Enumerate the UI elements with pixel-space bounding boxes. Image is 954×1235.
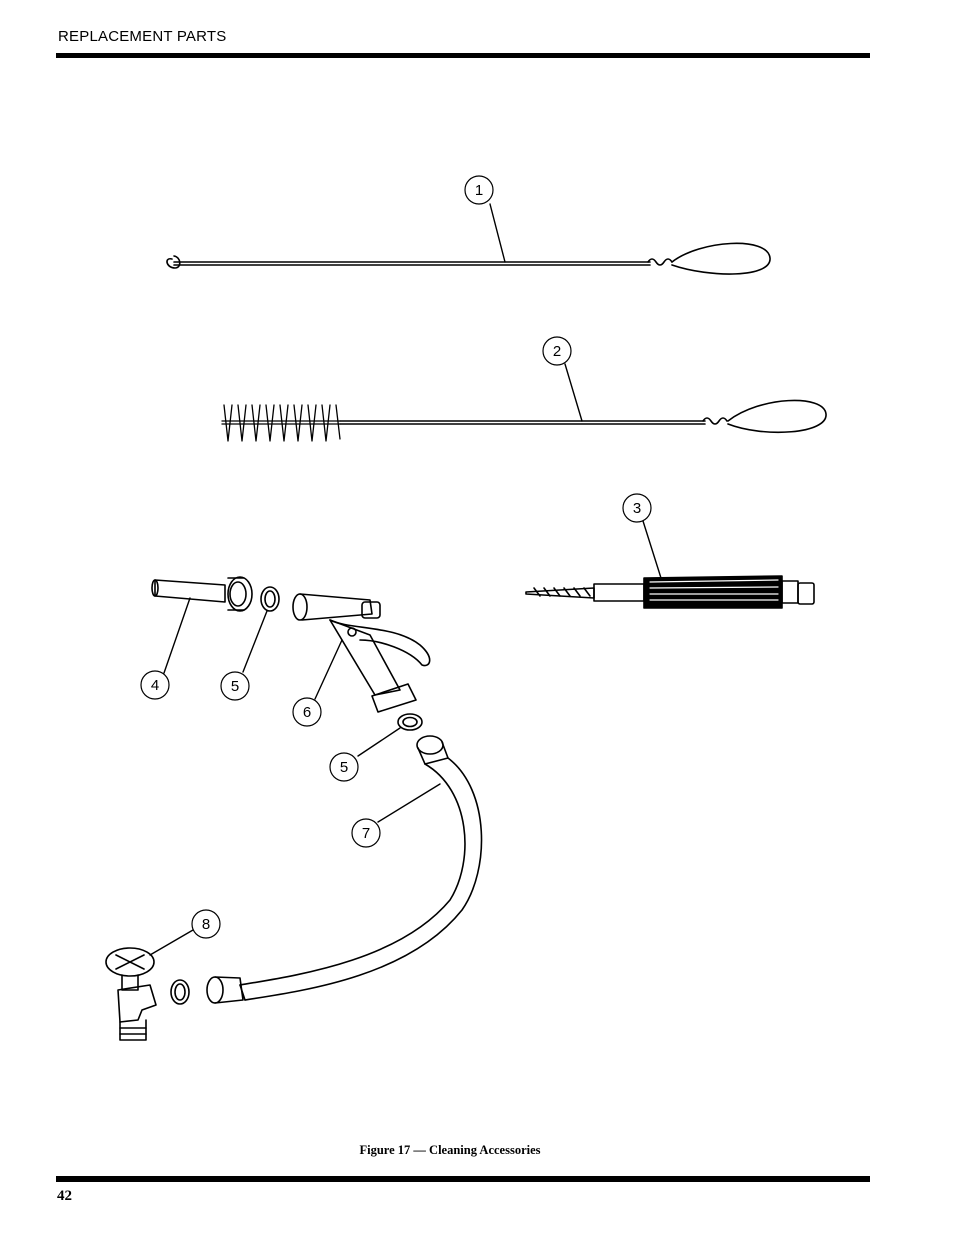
figure-caption: Figure 17 — Cleaning Accessories [359, 1143, 541, 1157]
callout-number: 3 [633, 500, 641, 517]
callout-number: 1 [475, 182, 483, 199]
footer-rule [56, 1176, 870, 1182]
cleaning-rod-part [166, 242, 771, 275]
faucet-part [105, 947, 157, 1041]
callout-number: 7 [362, 825, 370, 842]
callout-number: 4 [151, 677, 159, 694]
bristle-brush-part [221, 399, 827, 442]
nozzle-tube-part [151, 576, 253, 612]
hose-part [206, 735, 483, 1004]
callout-number: 5 [340, 759, 348, 776]
callout-number: 8 [202, 916, 210, 933]
callout-number: 6 [303, 704, 311, 721]
spray-gun-part [292, 593, 431, 713]
callout-number: 2 [553, 343, 561, 360]
page-number: 42 [57, 1188, 72, 1204]
section-header: REPLACEMENT PARTS [58, 28, 227, 45]
washer-part [260, 586, 280, 612]
drill-bit-part [525, 575, 815, 609]
washer-part [397, 713, 423, 731]
header-rule [56, 53, 870, 58]
callout-number: 5 [231, 678, 239, 695]
